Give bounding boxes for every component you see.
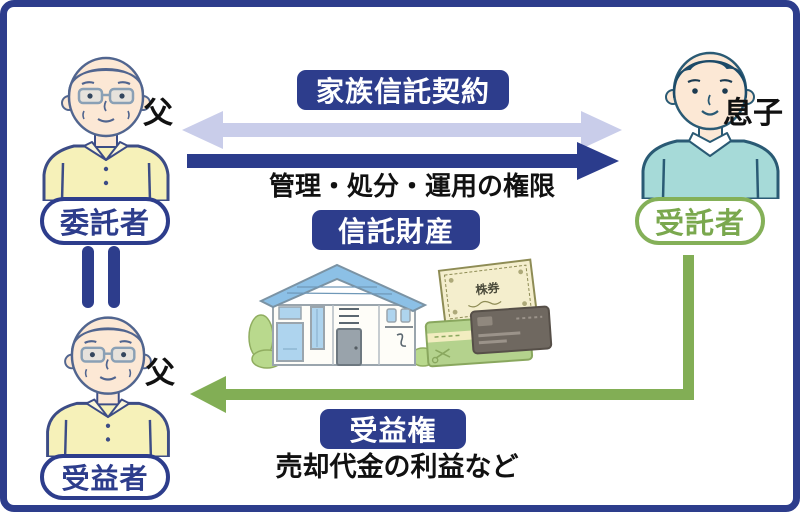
contract-label: 家族信託契約 [297,70,509,110]
trust-property-label: 信託財産 [312,210,480,250]
father-bottom-illustration [46,316,170,457]
house-icon [248,263,436,369]
same-person-equals-icon [82,246,120,308]
trustee-role-badge: 受託者 [635,197,765,245]
settlor-role-badge: 委託者 [40,197,170,245]
son-label: 息子 [723,96,783,131]
certificate-label: 株券 [475,280,502,298]
beneficiary-right-description: 売却代金の利益など [275,452,519,483]
money-assets-icon: 株券 [424,258,553,368]
son-illustration [641,51,780,199]
father-top-illustration [42,56,170,201]
authority-arrow-icon [187,142,619,180]
father-bottom-label: 父 [145,356,175,391]
credit-card-icon [469,305,553,355]
authority-label: 管理・処分・運用の権限 [268,172,555,202]
beneficiary-right-label: 受益権 [320,409,466,449]
father-top-label: 父 [143,96,173,131]
beneficiary-role-badge: 受益者 [40,454,170,500]
beneficiary-arrow-icon [190,255,694,413]
contract-double-arrow-icon [182,111,622,149]
